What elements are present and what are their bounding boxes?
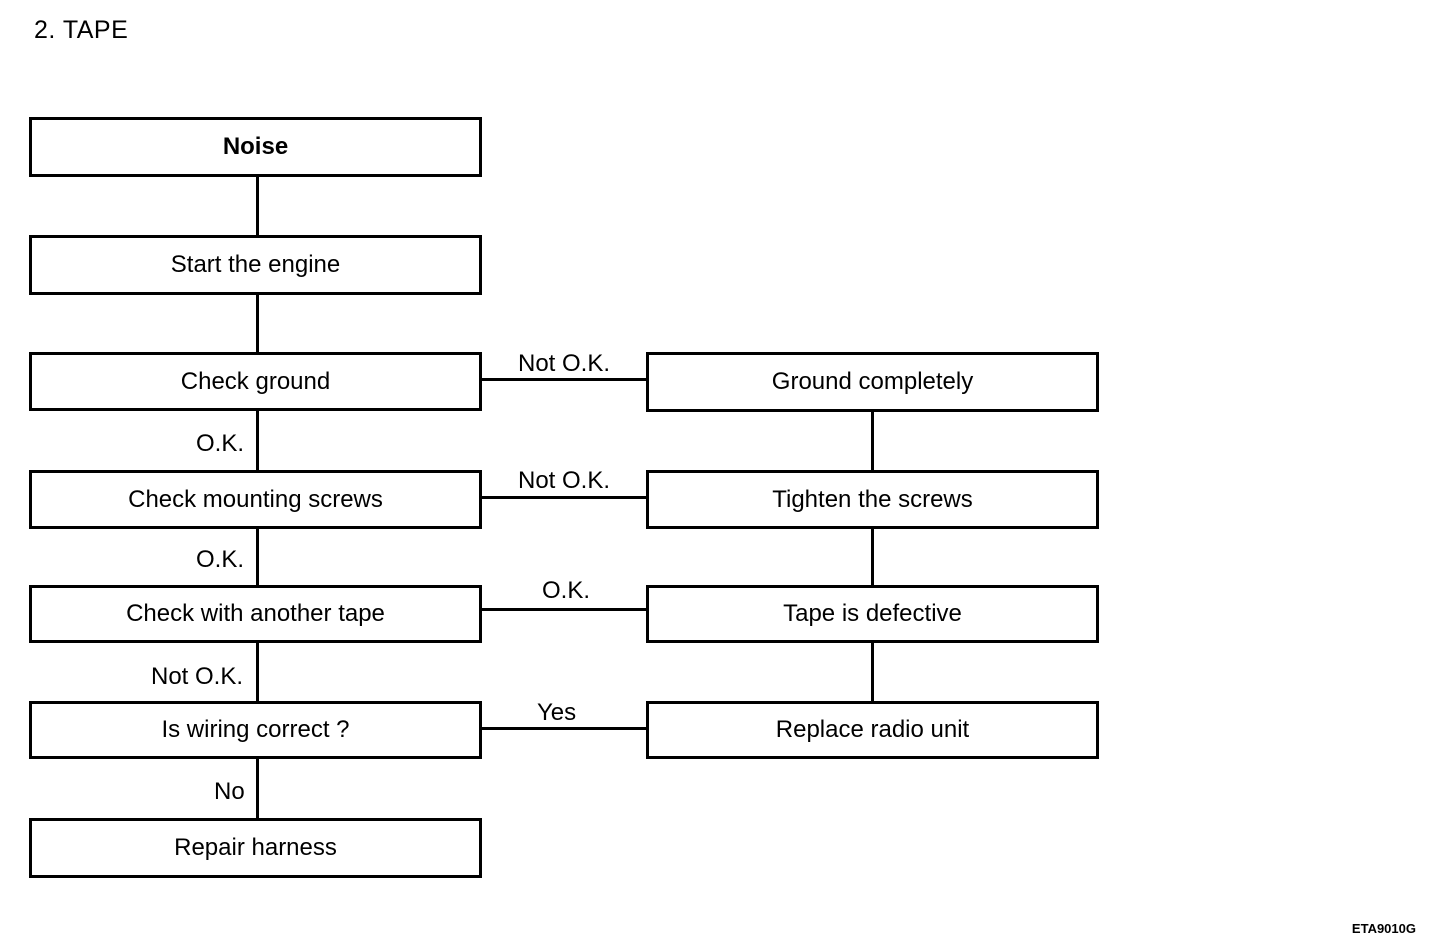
label-wiring-yes: Yes: [537, 699, 577, 726]
connector-noise-to-start: [256, 175, 259, 237]
box-ground-completely: Ground completely: [646, 352, 1099, 412]
box-start-engine-label: Start the engine: [170, 251, 341, 278]
connector-defective-to-replace: [871, 641, 874, 703]
box-check-another-tape-label: Check with another tape: [126, 600, 385, 627]
box-ground-completely-label: Ground completely: [771, 368, 974, 395]
box-is-wiring-correct: Is wiring correct ?: [29, 701, 482, 759]
connector-screws-to-tape: [256, 527, 259, 587]
box-start-engine: Start the engine: [29, 235, 482, 295]
box-tape-defective: Tape is defective: [646, 585, 1099, 643]
label-tape-ok: O.K.: [542, 577, 591, 604]
connector-ground-to-ground-completely: [480, 378, 648, 381]
connector-wiring-to-replace: [480, 727, 648, 730]
connector-start-to-ground: [256, 293, 259, 354]
box-noise-label: Noise: [222, 133, 289, 160]
connector-ground-completely-to-tighten: [871, 410, 874, 472]
connector-wiring-to-harness: [256, 757, 259, 820]
box-repair-harness-label: Repair harness: [174, 834, 337, 861]
label-ground-ok: O.K.: [196, 430, 245, 457]
box-check-another-tape: Check with another tape: [29, 585, 482, 643]
connector-ground-to-screws: [256, 409, 259, 472]
label-tape-not-ok: Not O.K.: [151, 663, 244, 690]
label-screws-not-ok: Not O.K.: [518, 467, 611, 494]
box-check-ground: Check ground: [29, 352, 482, 411]
connector-tape-to-defective: [480, 608, 648, 611]
box-check-mounting-screws-label: Check mounting screws: [128, 485, 383, 513]
box-noise: Noise: [29, 117, 482, 177]
box-replace-radio-unit-label: Replace radio unit: [775, 716, 970, 743]
connector-tape-to-wiring: [256, 641, 259, 703]
box-check-mounting-screws: Check mounting screws: [29, 470, 482, 529]
box-check-ground-label: Check ground: [180, 367, 331, 395]
box-repair-harness: Repair harness: [29, 818, 482, 878]
label-wiring-no: No: [214, 778, 245, 805]
box-is-wiring-correct-label: Is wiring correct ?: [161, 716, 350, 743]
box-replace-radio-unit: Replace radio unit: [646, 701, 1099, 759]
connector-tighten-to-defective: [871, 527, 874, 587]
box-tape-defective-label: Tape is defective: [783, 600, 962, 627]
label-ground-not-ok: Not O.K.: [518, 350, 611, 377]
box-tighten-screws-label: Tighten the screws: [772, 485, 973, 513]
connector-screws-to-tighten: [480, 496, 648, 499]
label-screws-ok: O.K.: [196, 546, 245, 573]
box-tighten-screws: Tighten the screws: [646, 470, 1099, 529]
figure-code: ETA9010G: [1351, 921, 1416, 936]
page-title: 2. TAPE: [34, 16, 129, 44]
